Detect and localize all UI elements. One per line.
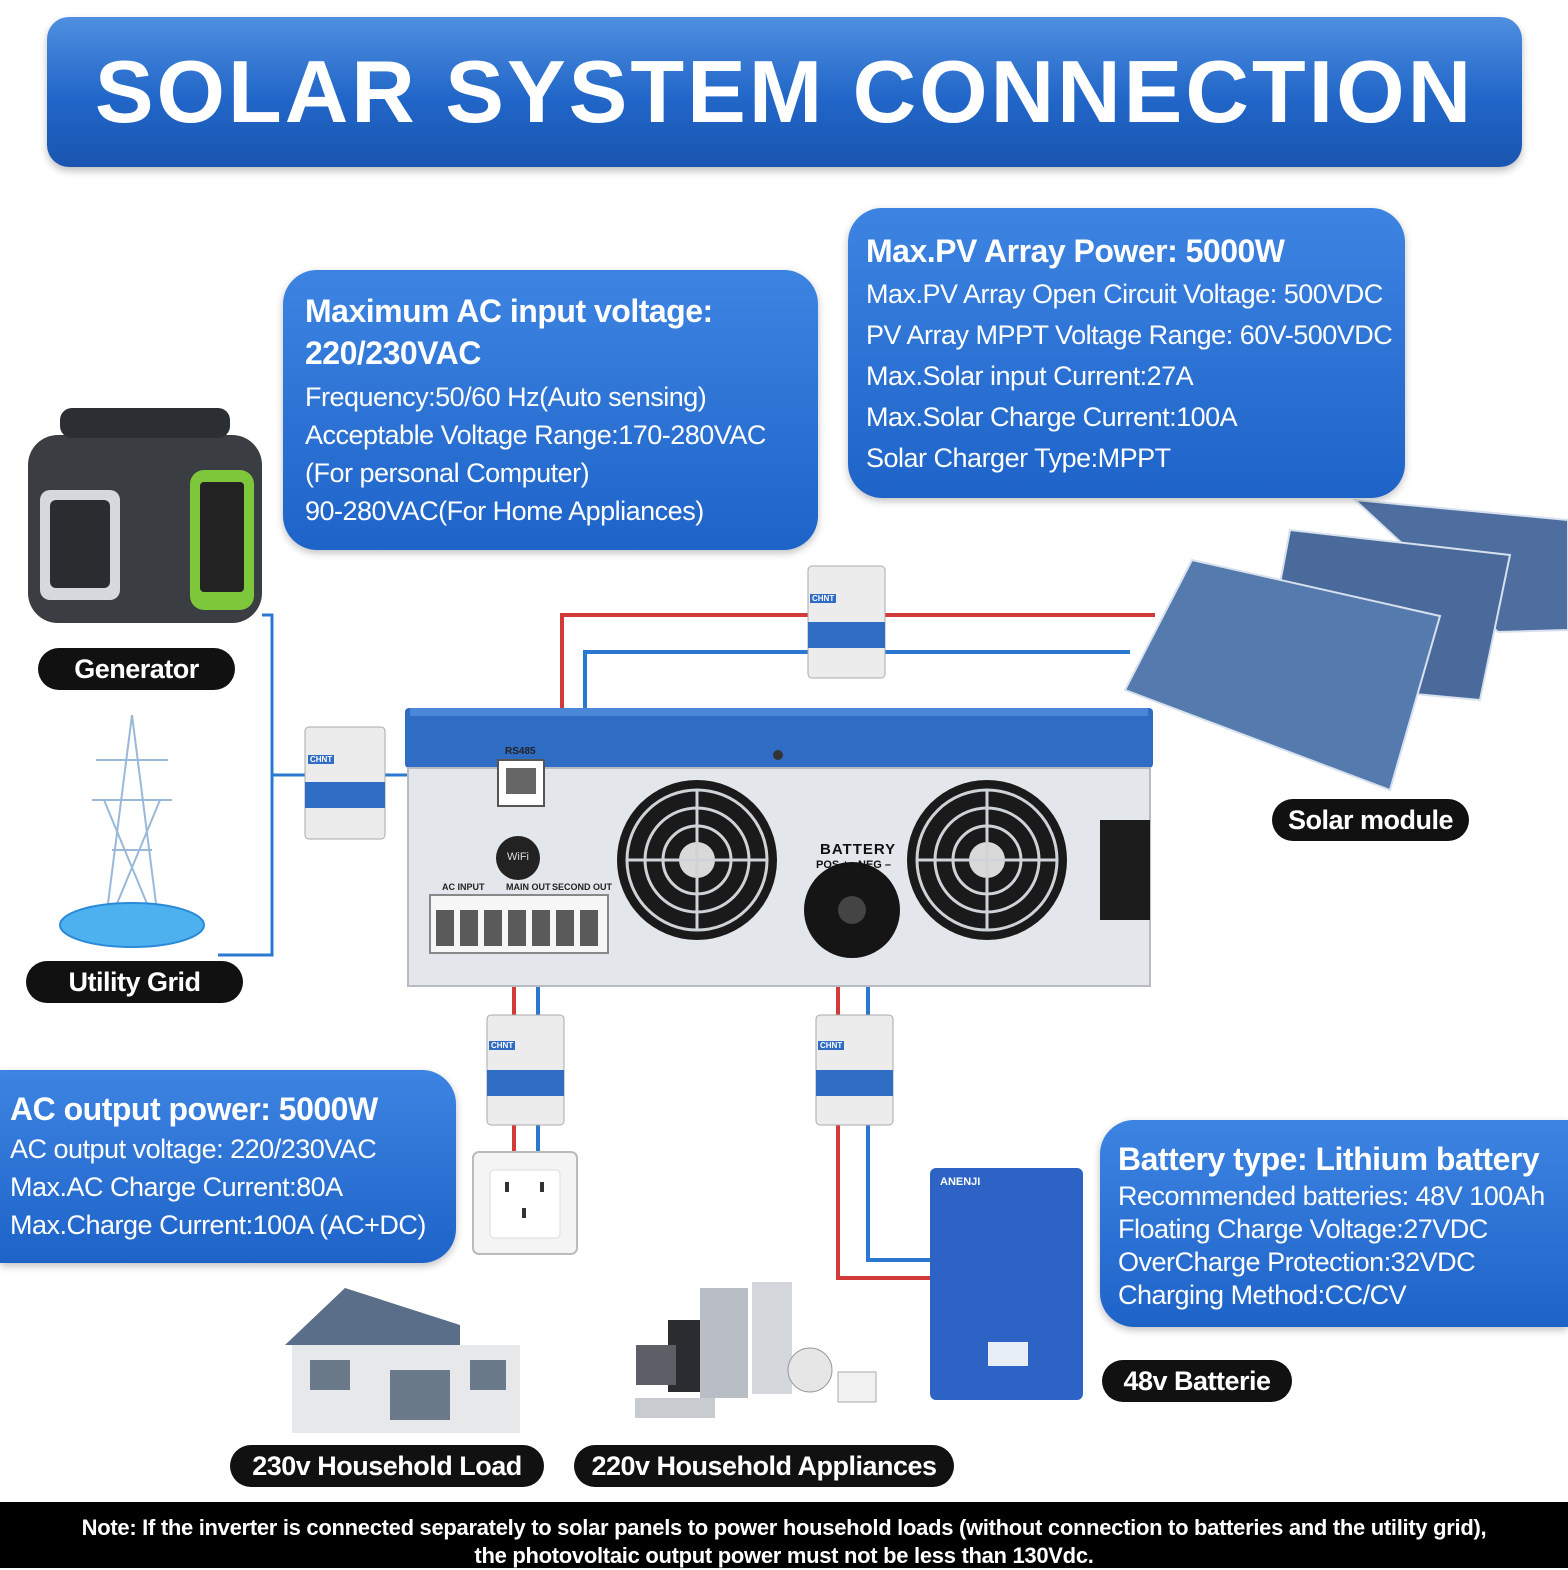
battery-line: Floating Charge Voltage:27VDC bbox=[1118, 1214, 1488, 1244]
second-out-terminal-label: SECOND OUT bbox=[552, 882, 613, 892]
breaker-brand-label: CHNT bbox=[308, 755, 335, 764]
battery-port-label: BATTERY bbox=[820, 841, 897, 858]
breaker-brand-label: CHNT bbox=[818, 1041, 845, 1050]
household-appliances-label: 220v Household Appliances bbox=[574, 1445, 954, 1487]
neg-label: NEG – bbox=[858, 859, 892, 871]
main-out-terminal-label: MAIN OUT bbox=[506, 882, 551, 892]
breaker-brand-label: CHNT bbox=[810, 594, 837, 603]
solar-panel-icon bbox=[1123, 498, 1568, 792]
fan-left bbox=[617, 780, 777, 940]
battery-48v-label: 48v Batterie bbox=[1102, 1360, 1292, 1402]
pv-array-line: PV Array MPPT Voltage Range: 60V-500VDC bbox=[866, 320, 1393, 350]
battery-brand-label: ANENJI bbox=[940, 1176, 981, 1188]
pv-array-line: Solar Charger Type:MPPT bbox=[866, 443, 1171, 473]
breaker-brand-label: CHNT bbox=[489, 1041, 516, 1050]
pv-array-card: Max.PV Array Power: 5000W Max.PV Array O… bbox=[848, 208, 1405, 498]
utility-grid-label: Utility Grid bbox=[26, 961, 243, 1003]
pv-array-line: Max.Solar input Current:27A bbox=[866, 361, 1194, 391]
ac-output-line: AC output voltage: 220/230VAC bbox=[10, 1134, 377, 1164]
ac-input-line: Frequency:50/60 Hz(Auto sensing) bbox=[305, 382, 707, 412]
ac-output-card: AC output power: 5000W AC output voltage… bbox=[0, 1070, 456, 1263]
pv-array-line: Max.Solar Charge Current:100A bbox=[866, 402, 1238, 432]
breaker-ac-output bbox=[486, 1014, 565, 1126]
wall-socket-icon bbox=[472, 1151, 578, 1255]
ac-input-card: Maximum AC input voltage: 220/230VAC Fre… bbox=[283, 270, 818, 550]
page-title: SOLAR SYSTEM CONNECTION bbox=[94, 42, 1475, 141]
pv-array-heading: Max.PV Array Power: 5000W bbox=[866, 233, 1285, 269]
breaker-pv bbox=[807, 565, 886, 679]
rs485-label: RS485 bbox=[505, 746, 536, 757]
ac-output-line: Max.AC Charge Current:80A bbox=[10, 1172, 343, 1202]
footer-note-line-1: Note: If the inverter is connected separ… bbox=[81, 1515, 1487, 1540]
battery-card: Battery type: Lithium battery Recommende… bbox=[1100, 1120, 1568, 1327]
generator-icon bbox=[28, 408, 262, 623]
utility-grid-icon bbox=[59, 714, 205, 948]
ac-input-heading-1: Maximum AC input voltage: bbox=[305, 293, 713, 329]
battery-line: OverCharge Protection:32VDC bbox=[1118, 1247, 1476, 1277]
ac-input-line: Acceptable Voltage Range:170-280VAC bbox=[305, 420, 766, 450]
footer-note: Note: If the inverter is connected separ… bbox=[0, 1502, 1568, 1568]
battery-unit-icon bbox=[930, 1168, 1083, 1400]
ac-input-line: (For personal Computer) bbox=[305, 458, 590, 488]
battery-line: Charging Method:CC/CV bbox=[1118, 1280, 1407, 1310]
ac-input-terminal-label: AC INPUT bbox=[442, 882, 485, 892]
generator-label: Generator bbox=[38, 648, 235, 690]
appliances-icon bbox=[635, 1282, 877, 1418]
battery-heading: Battery type: Lithium battery bbox=[1118, 1141, 1540, 1177]
house-icon bbox=[285, 1288, 520, 1433]
ac-input-heading-2: 220/230VAC bbox=[305, 335, 481, 371]
inverter bbox=[405, 708, 1153, 987]
pv-array-line: Max.PV Array Open Circuit Voltage: 500VD… bbox=[866, 279, 1383, 309]
fan-right bbox=[907, 780, 1067, 940]
ac-input-line: 90-280VAC(For Home Appliances) bbox=[305, 496, 704, 526]
pos-label: POS + bbox=[816, 859, 849, 871]
ac-output-heading: AC output power: 5000W bbox=[10, 1091, 378, 1127]
solar-module-label: Solar module bbox=[1272, 799, 1469, 841]
battery-line: Recommended batteries: 48V 100Ah bbox=[1118, 1181, 1545, 1211]
ac-output-line: Max.Charge Current:100A (AC+DC) bbox=[10, 1210, 426, 1240]
breaker-ac-input bbox=[304, 726, 386, 840]
title-banner: SOLAR SYSTEM CONNECTION bbox=[47, 17, 1522, 167]
wifi-label: WiFi bbox=[507, 851, 529, 863]
breaker-battery bbox=[815, 1014, 894, 1126]
household-load-label: 230v Household Load bbox=[230, 1445, 544, 1487]
footer-note-line-2: the photovoltaic output power must not b… bbox=[474, 1543, 1094, 1568]
